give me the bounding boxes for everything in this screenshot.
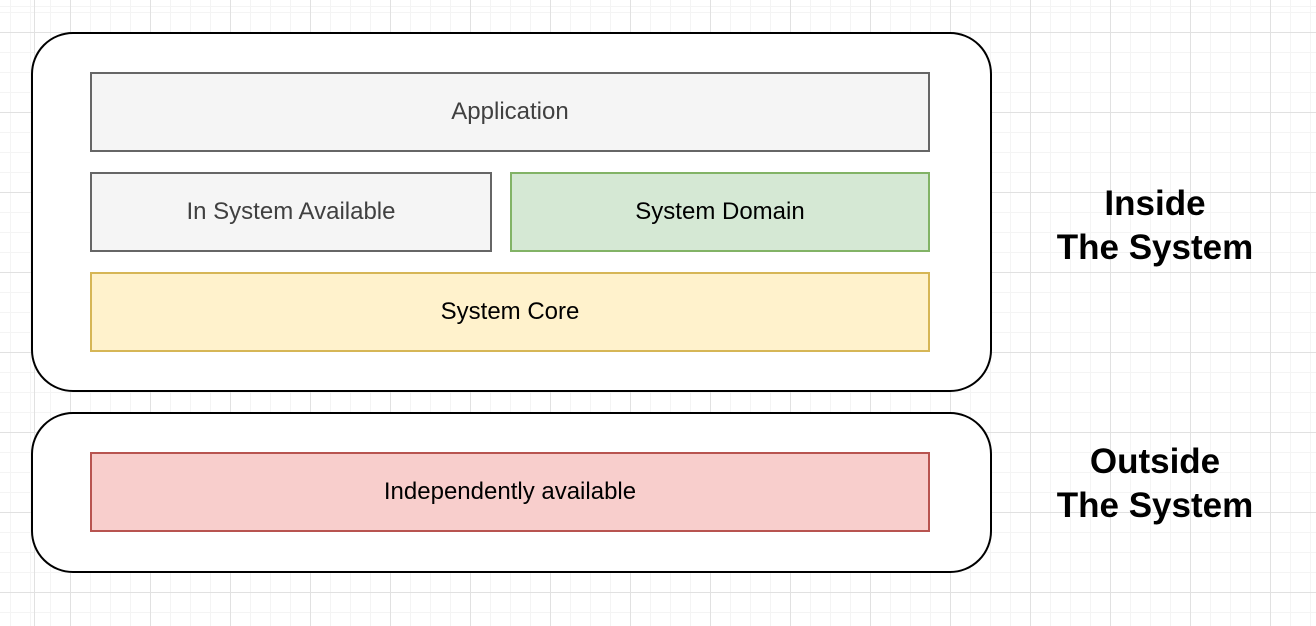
outside-system-label: Outside The System <box>1000 440 1310 528</box>
inside-system-container: Application In System Available System D… <box>31 32 992 392</box>
outside-system-label-line1: Outside <box>1089 442 1221 481</box>
inside-system-label: Inside The System <box>1000 182 1310 270</box>
box-system-domain: System Domain <box>510 172 930 252</box>
box-application: Application <box>90 72 930 152</box>
box-system-domain-label: System Domain <box>635 198 805 225</box>
box-independently-available: Independently available <box>90 452 930 532</box>
box-in-system-available: In System Available <box>90 172 492 252</box>
box-system-core-label: System Core <box>440 298 580 325</box>
inside-system-label-line1: Inside <box>1104 184 1206 223</box>
box-in-system-available-label: In System Available <box>186 198 396 225</box>
box-system-core: System Core <box>90 272 930 352</box>
outside-system-container: Independently available <box>31 412 992 573</box>
outside-system-label-line2: The System <box>1056 486 1254 525</box>
inside-system-label-line2: The System <box>1056 228 1254 267</box>
box-application-label: Application <box>451 98 569 125</box>
box-independently-available-label: Independently available <box>383 478 637 505</box>
